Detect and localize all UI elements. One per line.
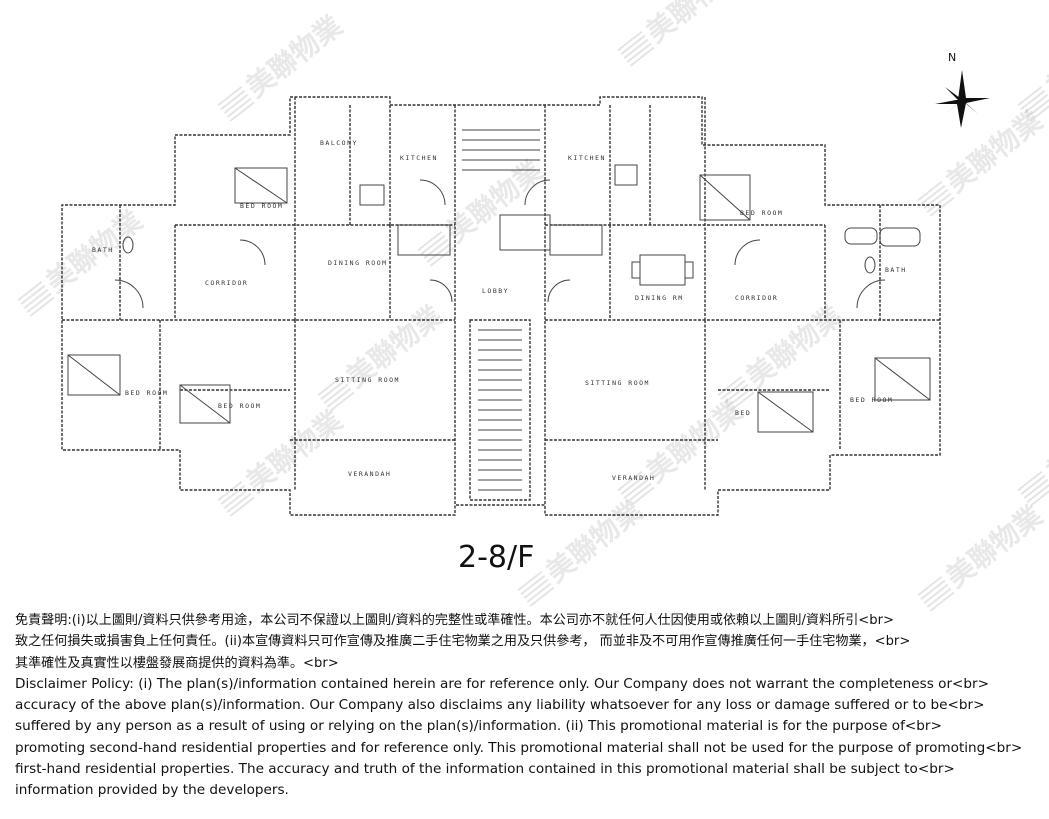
room-label: KITCHEN	[568, 154, 606, 162]
disclaimer: 免責聲明:(i)以上圖則/資料只供參考用途，本公司不保證以上圖則/資料的完整性或…	[15, 610, 1045, 802]
disclaimer-line: promoting second-hand residential proper…	[15, 739, 1023, 756]
room-label: DINING ROOM	[328, 259, 388, 267]
room-label: VERANDAH	[612, 474, 655, 482]
disclaimer-line: 免責聲明:(i)以上圖則/資料只供參考用途，本公司不保證以上圖則/資料的完整性或…	[15, 613, 894, 628]
disclaimer-line: accuracy of the above plan(s)/informatio…	[15, 697, 985, 714]
room-label: CORRIDOR	[205, 279, 248, 287]
room-label: BED ROOM	[850, 396, 893, 404]
floor-label: 2-8/F	[458, 540, 535, 575]
disclaimer-line: 其準確性及真實性以樓盤發展商提供的資料為準。<br>	[15, 655, 339, 671]
floor-plan: BALCONY KITCHEN KITCHEN BED ROOM BED ROO…	[61, 51, 990, 516]
room-label: CORRIDOR	[735, 294, 778, 302]
room-label: BED ROOM	[125, 389, 168, 397]
room-label: BED ROOM	[740, 209, 783, 217]
north-label: N	[948, 51, 956, 64]
room-label: BATH	[885, 266, 907, 274]
room-label: SITTING ROOM	[335, 376, 400, 384]
room-label: KITCHEN	[400, 154, 438, 162]
disclaimer-line: 致之任何損失或損害負上任何責任。(ii)本宣傳資料只可作宣傳及推廣二手住宅物業之…	[15, 634, 911, 650]
room-label: VERANDAH	[348, 470, 391, 478]
disclaimer-line: first-hand residential properties. The a…	[15, 761, 955, 778]
room-label: BED	[735, 409, 751, 417]
room-label: LOBBY	[482, 287, 509, 295]
room-label: BED ROOM	[218, 402, 261, 410]
room-label: BED ROOM	[240, 202, 283, 210]
disclaimer-line: Disclaimer Policy: (i) The plan(s)/infor…	[15, 675, 990, 692]
disclaimer-line: information provided by the developers.	[15, 782, 289, 799]
room-label: SITTING ROOM	[585, 379, 650, 387]
north-arrow-icon: N	[935, 51, 990, 128]
room-label: BALCONY	[320, 139, 358, 147]
room-label: BATH	[92, 246, 114, 254]
disclaimer-line: suffered by any person as a result of us…	[15, 718, 942, 735]
room-label: DINING RM	[635, 294, 684, 302]
